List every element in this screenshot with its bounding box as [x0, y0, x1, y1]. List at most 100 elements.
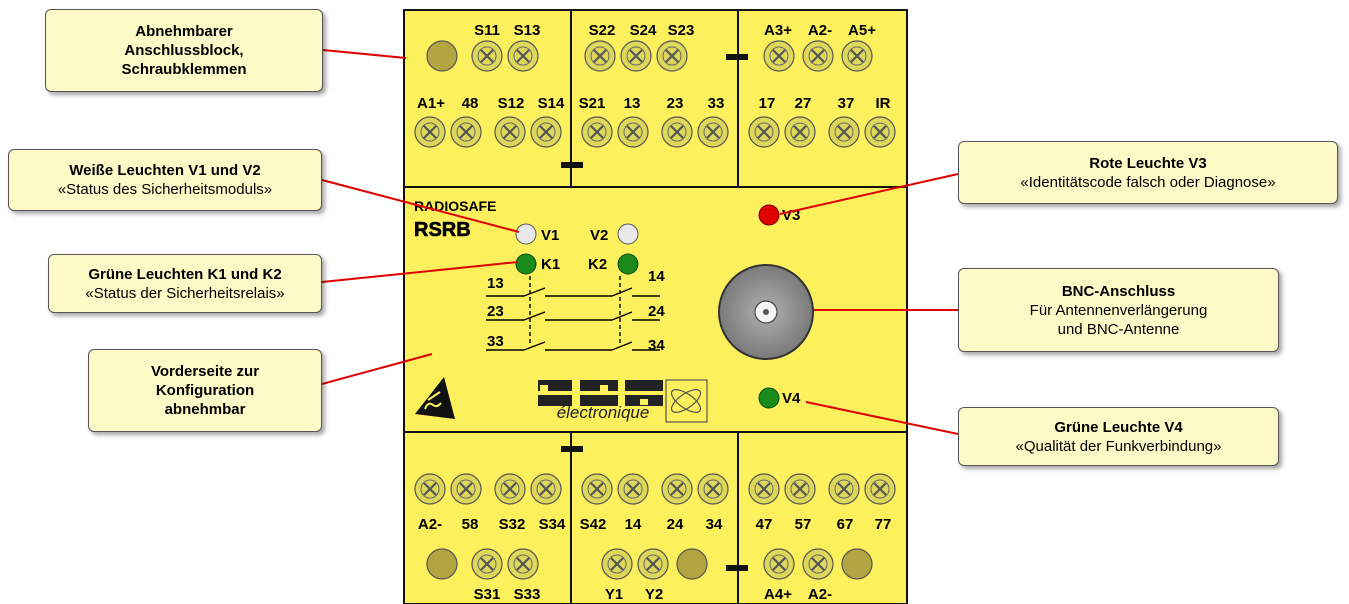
terminal-screw	[493, 115, 527, 149]
terminal-label: S21	[579, 95, 606, 112]
callout-white-leds: Weiße Leuchten V1 und V2 «Status des Sic…	[8, 149, 322, 211]
terminal-label: 17	[759, 95, 776, 112]
terminal-label: 33	[708, 95, 725, 112]
terminal-screw	[493, 472, 527, 506]
terminal-screw	[616, 115, 650, 149]
led-label: V1	[541, 227, 559, 244]
callout-title: BNC-Anschluss	[1061, 282, 1176, 300]
led-k2	[617, 253, 639, 275]
terminal-label: S42	[580, 516, 607, 533]
callout-text: «Identitätscode falsch oder Diagnose»	[1020, 173, 1276, 191]
terminal-screw	[827, 472, 861, 506]
callout-text: «Status des Sicherheitsmoduls»	[57, 181, 273, 198]
terminal-label: S11	[474, 22, 500, 39]
terminal-label: S12	[498, 95, 525, 112]
led-v3	[758, 204, 780, 226]
contact-label: 14	[648, 268, 665, 285]
model-label: RSRB	[414, 219, 471, 241]
terminal-label: 58	[462, 516, 479, 533]
callout-text: «Qualität der Funkverbindung»	[1015, 437, 1222, 455]
terminal-screw	[529, 115, 563, 149]
terminal-label: 24	[667, 516, 684, 533]
terminal-screw	[783, 115, 817, 149]
terminal-screw	[600, 547, 634, 581]
terminal-label: Y1	[605, 586, 623, 603]
leader-lines	[321, 49, 959, 435]
callout-line: Für Antennenverlängerung	[1029, 301, 1208, 319]
callout-text: «Status der Sicherheitsrelais»	[85, 284, 285, 302]
terminal-screw	[655, 39, 689, 73]
led-v4	[758, 387, 780, 409]
callout-line: Schraubklemmen	[121, 61, 247, 78]
terminal-screw	[529, 472, 563, 506]
terminal-label: 13	[624, 95, 641, 112]
terminal-label: 77	[875, 516, 892, 533]
terminal-screw	[413, 115, 447, 149]
contact-label: 33	[487, 333, 504, 350]
terminal-screw	[413, 472, 447, 506]
terminal-label: 37	[838, 95, 855, 112]
terminal-label: S34	[539, 516, 566, 533]
terminal-label: S13	[514, 22, 541, 39]
terminal-screw	[696, 115, 730, 149]
terminal-label: S14	[538, 95, 565, 112]
callout-line: und BNC-Antenne	[1057, 320, 1180, 338]
terminal-screw	[747, 472, 781, 506]
terminal-screw	[449, 472, 483, 506]
led-k1	[515, 253, 537, 275]
callout-terminal-block: Abnehmbarer Anschlussblock, Schraubklemm…	[45, 9, 323, 92]
callout-title: Weiße Leuchten V1 und V2	[69, 162, 261, 179]
terminal-label: S32	[499, 516, 526, 533]
terminal-screw	[827, 115, 861, 149]
led-v2	[617, 223, 639, 245]
terminal-screw	[783, 472, 817, 506]
terminal-screw	[762, 547, 796, 581]
terminal-label: Y2	[645, 586, 663, 603]
callout-line: Vorderseite zur	[150, 363, 260, 380]
callout-line: Anschlussblock,	[124, 42, 244, 59]
terminal-screw	[619, 39, 653, 73]
brand-label: RADIOSAFE	[414, 198, 496, 214]
terminal-label: 27	[795, 95, 812, 112]
terminal-screw	[580, 472, 614, 506]
terminal-label: 48	[462, 95, 479, 112]
callout-line: abnehmbar	[164, 401, 246, 418]
terminal-label: A4+	[764, 586, 792, 603]
terminal-label: 47	[756, 516, 773, 533]
terminal-label: S23	[668, 22, 695, 39]
terminal-screw	[762, 39, 796, 73]
terminal-label: 23	[667, 95, 684, 112]
callout-line: Konfiguration	[155, 382, 255, 399]
terminal-screw	[660, 472, 694, 506]
contact-schematic	[486, 276, 660, 351]
esd-warning-icon	[415, 377, 455, 419]
terminal-label: A3+	[764, 22, 792, 39]
terminal-blank	[841, 548, 873, 580]
logo-text: électronique	[557, 403, 650, 422]
terminal-screw	[801, 39, 835, 73]
terminal-label: S24	[630, 22, 657, 39]
callout-green-leds: Grüne Leuchten K1 und K2 «Status der Sic…	[48, 254, 322, 313]
terminal-screw	[636, 547, 670, 581]
jay-logo: électronique	[538, 379, 708, 423]
callout-title: Grüne Leuchte V4	[1054, 418, 1183, 436]
terminal-label: A2-	[418, 516, 442, 533]
led-label: K1	[541, 256, 560, 273]
callout-red-led: Rote Leuchte V3 «Identitätscode falsch o…	[958, 141, 1338, 204]
terminal-label: A1+	[417, 95, 445, 112]
terminal-label: S33	[514, 586, 541, 603]
led-v1	[515, 223, 537, 245]
terminal-screw	[580, 115, 614, 149]
callout-v4-led: Grüne Leuchte V4 «Qualität der Funkverbi…	[958, 407, 1279, 466]
contact-label: 34	[648, 337, 665, 354]
terminal-screw	[801, 547, 835, 581]
callout-title: Grüne Leuchten K1 und K2	[88, 265, 282, 283]
terminal-screw	[840, 39, 874, 73]
terminal-screw	[863, 472, 897, 506]
terminal-label: S22	[589, 22, 616, 39]
terminal-screw	[863, 115, 897, 149]
terminal-screw	[506, 547, 540, 581]
terminal-screw	[616, 472, 650, 506]
terminal-blank	[676, 548, 708, 580]
